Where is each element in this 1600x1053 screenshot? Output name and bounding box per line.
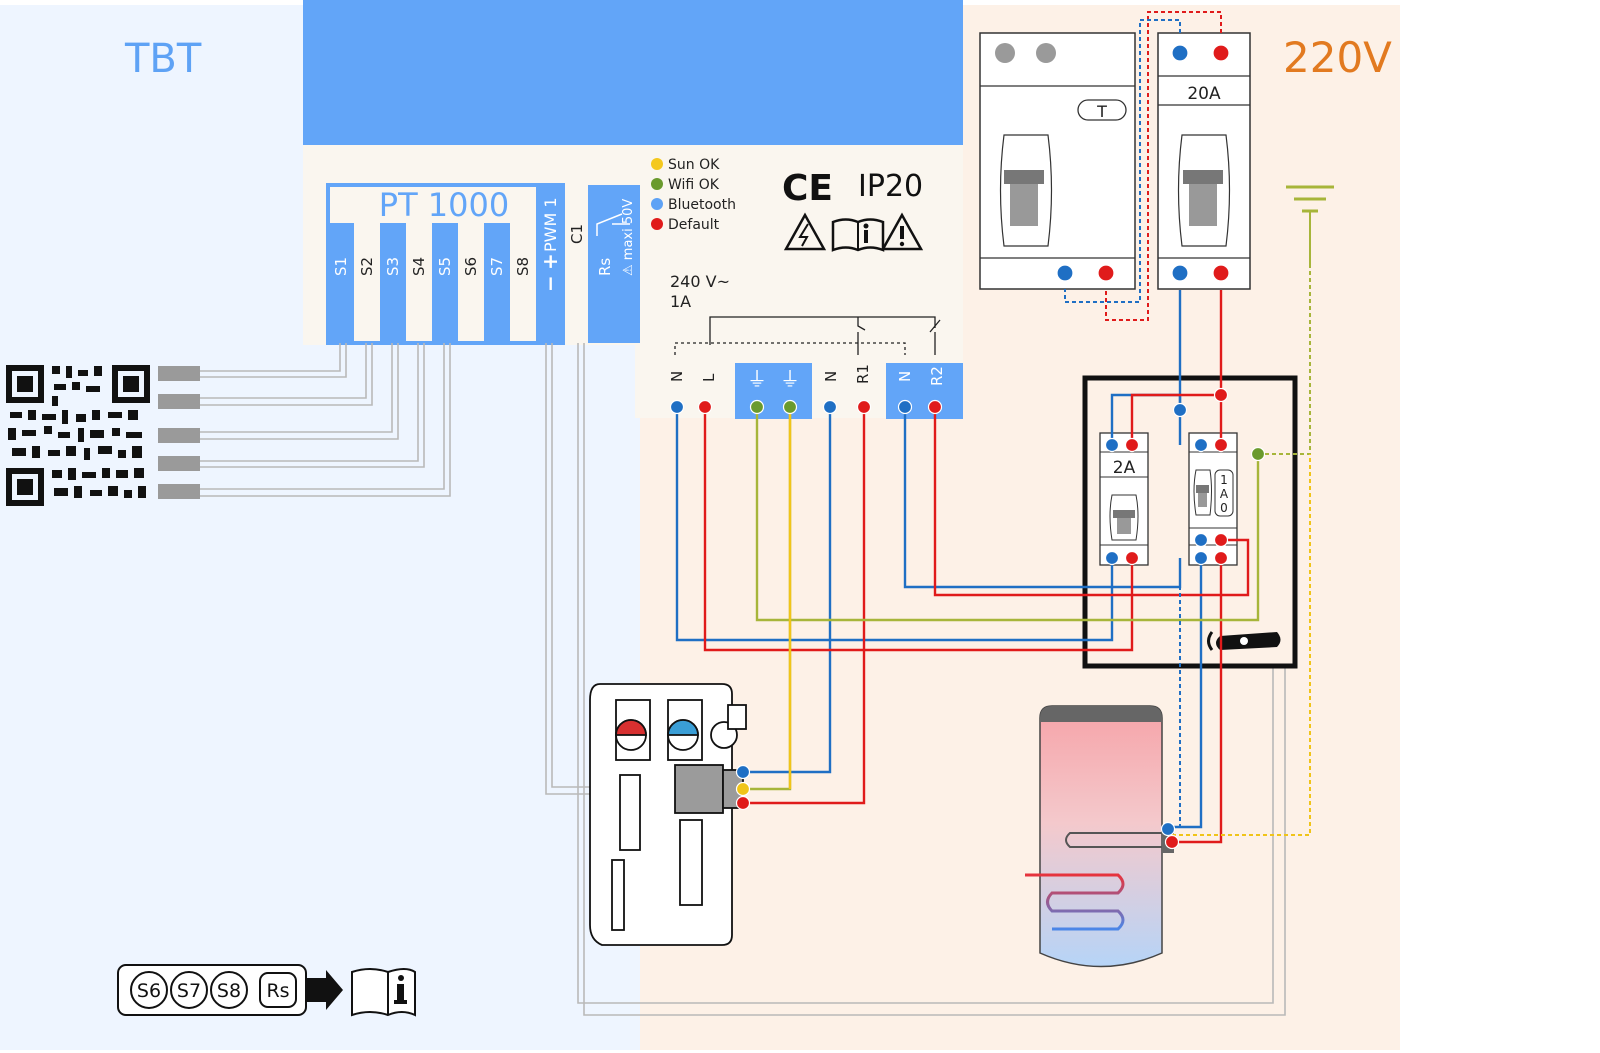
legend-manual-icon bbox=[351, 968, 416, 1017]
main-breaker: 20A bbox=[1157, 32, 1251, 290]
led-wifi-ok bbox=[651, 178, 663, 190]
terminal-s6: S6 bbox=[462, 257, 480, 276]
led-label-default: Default bbox=[668, 217, 720, 233]
power-rating-current: 1A bbox=[670, 292, 691, 311]
cable-clamp-icon bbox=[1207, 631, 1281, 651]
power-terminal-l: L bbox=[700, 373, 718, 382]
supply-dashed-live bbox=[1105, 11, 1222, 321]
led-label-wifi-ok: Wifi OK bbox=[668, 177, 720, 193]
terminal-s5: S5 bbox=[436, 257, 454, 276]
relay-schematic bbox=[674, 316, 941, 355]
power-rating-voltage: 240 V~ bbox=[670, 272, 730, 291]
terminal-c1: C1 bbox=[568, 224, 586, 244]
terminal-pwm-minus: − bbox=[538, 275, 562, 292]
power-terminal-n-r1: N bbox=[822, 371, 840, 382]
manual-auto-switch: 1 A 0 bbox=[1188, 432, 1238, 566]
terminal-pwm-plus: + bbox=[538, 253, 562, 270]
terminal-rs-note: ⚠ maxi 50V bbox=[621, 199, 636, 276]
rcd-breaker: T bbox=[979, 32, 1136, 290]
ce-mark: CE bbox=[782, 168, 833, 209]
terminal-s8: S8 bbox=[514, 257, 532, 276]
live-wires bbox=[703, 290, 1250, 844]
pump-station bbox=[589, 683, 747, 946]
terminal-s4: S4 bbox=[410, 257, 428, 276]
power-terminal-n: N bbox=[668, 371, 686, 382]
led-bluetooth bbox=[651, 198, 663, 210]
warning-electric-icon bbox=[783, 212, 827, 251]
ip-rating: IP20 bbox=[858, 169, 923, 204]
supply-dashed-neutral bbox=[1064, 19, 1181, 303]
power-terminal-earth-1: ⏚ bbox=[747, 367, 767, 391]
led-label-sun-ok: Sun OK bbox=[668, 157, 720, 173]
legend-s7: S7 bbox=[177, 980, 201, 1002]
earth-terminal-block bbox=[735, 363, 812, 419]
tank-probe-dashed bbox=[1172, 454, 1311, 836]
switch-position-1: 1 bbox=[1220, 473, 1228, 487]
terminal-s1: S1 bbox=[332, 257, 350, 276]
distribution-enclosure bbox=[1082, 375, 1298, 669]
power-terminal-earth-2: ⏚ bbox=[780, 367, 800, 391]
terminal-pwm-label: PWM 1 bbox=[541, 197, 560, 252]
mains-zone-label: 220V bbox=[1283, 33, 1392, 82]
legend-s6: S6 bbox=[137, 980, 161, 1002]
legend-arrow-icon bbox=[306, 970, 343, 1010]
led-status-list: Sun OK Wifi OK Bluetooth Default bbox=[651, 157, 736, 233]
terminal-dots bbox=[669, 44, 1266, 850]
main-breaker-rating: 20A bbox=[1187, 84, 1221, 104]
switch-position-a: A bbox=[1220, 487, 1229, 501]
small-breaker: 2A bbox=[1099, 432, 1149, 566]
legend-s8: S8 bbox=[217, 980, 241, 1002]
warning-general-icon bbox=[880, 212, 924, 251]
terminal-s3: S3 bbox=[384, 257, 402, 276]
rs-switch-symbol bbox=[596, 213, 630, 236]
terminal-legend: S6 S7 S8 Rs bbox=[117, 964, 416, 1017]
sensor-block-title: PT 1000 bbox=[379, 186, 509, 224]
led-default bbox=[651, 218, 663, 230]
power-terminal-n-r2: N bbox=[896, 371, 914, 382]
small-breaker-rating: 2A bbox=[1113, 458, 1136, 478]
temperature-probes bbox=[158, 366, 200, 499]
earth-ground-icon bbox=[1286, 185, 1334, 265]
switch-position-0: 0 bbox=[1220, 501, 1228, 515]
led-label-bluetooth: Bluetooth bbox=[668, 197, 736, 213]
led-sun-ok bbox=[651, 158, 663, 170]
qr-code bbox=[6, 365, 150, 506]
rcd-test-button-label: T bbox=[1096, 102, 1107, 121]
terminal-s2: S2 bbox=[358, 257, 376, 276]
low-voltage-zone-label: TBT bbox=[124, 36, 202, 82]
terminal-rs: Rs bbox=[596, 258, 614, 276]
hot-water-tank bbox=[1025, 705, 1174, 968]
terminal-s7: S7 bbox=[488, 257, 506, 276]
legend-rs: Rs bbox=[266, 980, 289, 1002]
sensor-cables bbox=[200, 343, 451, 497]
sensor-terminal-strip bbox=[328, 185, 640, 343]
power-terminal-r2: R2 bbox=[928, 366, 946, 386]
controller-lid bbox=[303, 0, 963, 145]
power-terminal-r1: R1 bbox=[854, 364, 872, 384]
